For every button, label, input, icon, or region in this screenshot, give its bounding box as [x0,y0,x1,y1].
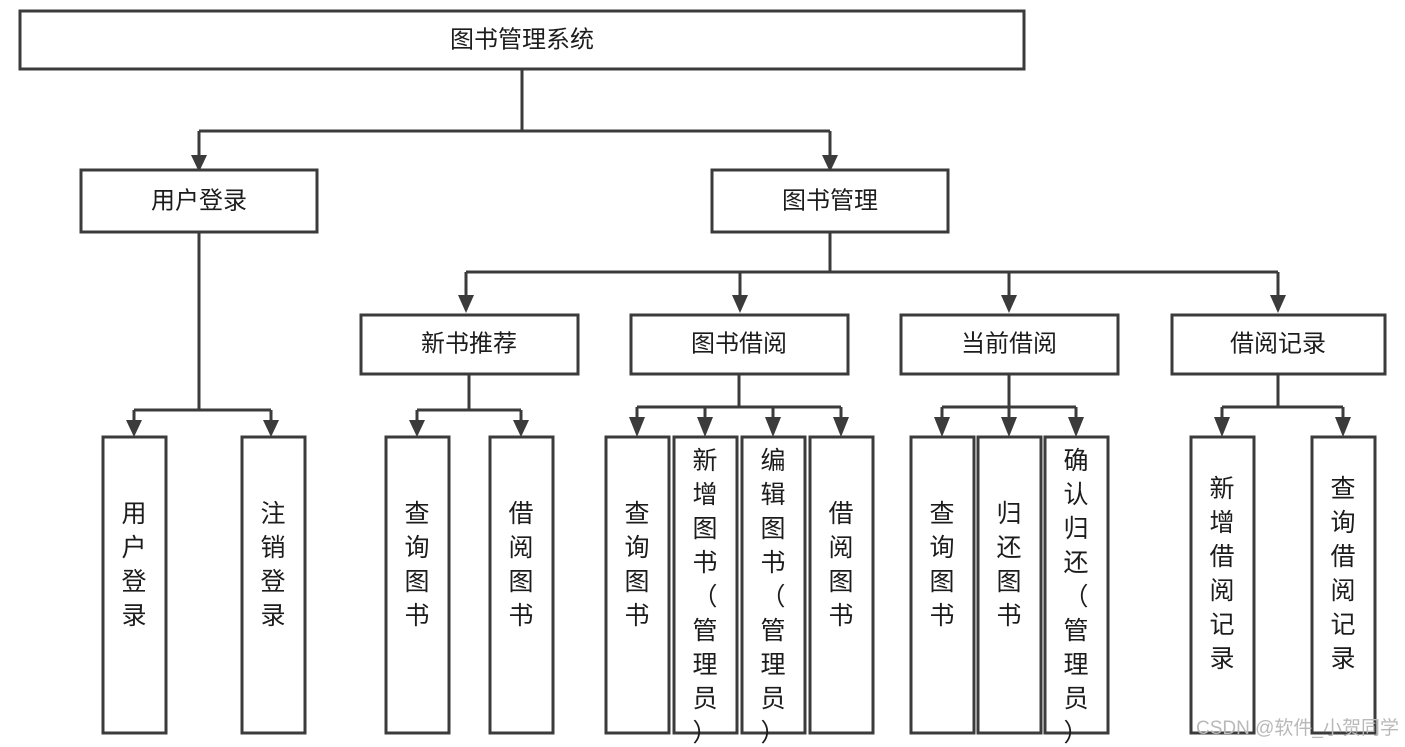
node-leaf-borrow-book-2[interactable]: 借阅图书 [808,435,875,735]
arrow-head-leaf-add-borrow-record [1214,417,1230,437]
node-leaf-edit-book-label: 编辑图书（管理员） [760,447,785,747]
node-leaf-add-borrow-record-label: 新增借阅记录 [1209,475,1234,673]
node-current-borrow-label: 当前借阅 [961,330,1057,357]
node-book-borrow-label: 图书借阅 [691,330,787,357]
node-leaf-user-login[interactable]: 用户登录 [101,435,168,735]
node-leaf-edit-book[interactable]: 编辑图书（管理员） [740,435,807,747]
arrow-head-leaf-borrow-book-1 [513,420,529,437]
node-book-management-box[interactable] [710,168,950,234]
connector-borrowrecord-to-leaves [1220,375,1345,419]
arrow-head-current-borrow [1001,295,1017,313]
node-leaf-add-borrow-record[interactable]: 新增借阅记录 [1189,435,1256,735]
node-leaf-query-book-2[interactable]: 查询图书 [604,435,671,735]
node-book-borrow[interactable]: 图书借阅 [629,313,850,376]
node-borrow-record-box[interactable] [1170,313,1387,376]
node-root-system-box[interactable] [18,9,1026,71]
node-leaf-query-book-3[interactable]: 查询图书 [909,435,976,735]
node-leaf-confirm-return[interactable]: 确认归还（管理员） [1043,435,1110,747]
node-leaf-return-book-label: 归还图书 [996,500,1021,630]
connector-newbook-to-leaves [415,375,523,422]
node-leaf-query-book-3-box[interactable] [909,435,976,735]
node-leaf-borrow-book-1-box[interactable] [488,435,555,735]
node-leaf-borrow-book-2-label: 借阅图书 [828,500,853,630]
arrow-head-book-management [822,155,838,172]
node-root-system-label: 图书管理系统 [450,26,594,53]
node-leaf-user-login-box[interactable] [101,435,168,735]
arrow-head-new-book-recommend [458,295,474,313]
node-leaf-query-book-3-label: 查询图书 [929,500,954,630]
node-new-book-recommend-box[interactable] [359,313,580,376]
node-borrow-record[interactable]: 借阅记录 [1170,313,1387,376]
node-leaf-query-borrow-record-box[interactable] [1310,435,1377,735]
node-leaf-logout-login-box[interactable] [240,435,307,735]
node-current-borrow-box[interactable] [899,313,1120,376]
node-leaf-add-borrow-record-box[interactable] [1189,435,1256,735]
node-book-management[interactable]: 图书管理 [710,168,950,234]
arrow-head-leaf-return-book [1001,417,1017,437]
node-leaf-query-borrow-record[interactable]: 查询借阅记录 [1310,435,1377,735]
node-leaf-add-book-box[interactable] [672,435,739,735]
arrow-head-book-borrow [732,295,748,313]
arrow-head-borrow-record [1270,295,1286,313]
arrow-head-leaf-edit-book [765,417,781,437]
arrow-head-leaf-query-book-1 [409,420,425,437]
node-leaf-return-book[interactable]: 归还图书 [976,435,1043,735]
arrow-head-leaf-user-login [126,420,142,437]
node-leaf-logout-login[interactable]: 注销登录 [240,435,307,735]
node-root-system[interactable]: 图书管理系统 [18,9,1026,71]
node-new-book-recommend[interactable]: 新书推荐 [359,313,580,376]
node-leaf-query-book-2-label: 查询图书 [624,500,649,630]
node-leaf-query-borrow-record-label: 查询借阅记录 [1330,475,1355,673]
node-leaf-query-book-1[interactable]: 查询图书 [384,435,451,735]
node-current-borrow[interactable]: 当前借阅 [899,313,1120,376]
node-leaf-borrow-book-1[interactable]: 借阅图书 [488,435,555,735]
arrow-head-leaf-logout-login [263,420,279,437]
arrow-head-leaf-query-book-2 [629,417,645,437]
connector-layer [126,70,1351,437]
arrow-head-leaf-confirm-return [1068,417,1084,437]
node-leaf-user-login-label: 用户登录 [121,500,146,630]
node-user-login-label: 用户登录 [151,187,247,214]
node-leaf-confirm-return-box[interactable] [1043,435,1110,735]
node-leaf-add-book-label: 新增图书（管理员） [692,447,717,747]
node-leaf-add-book[interactable]: 新增图书（管理员） [672,435,739,747]
node-user-login[interactable]: 用户登录 [79,168,319,234]
connector-userlogin-to-leaves [132,233,273,422]
node-leaf-borrow-book-1-label: 借阅图书 [508,500,533,630]
connector-currentborrow-to-leaves [940,375,1078,419]
arrow-head-leaf-add-book [697,417,713,437]
csdn-watermark: CSDN @软件_小贺同学 [1196,717,1399,739]
node-leaf-query-book-2-box[interactable] [604,435,671,735]
node-leaf-return-book-box[interactable] [976,435,1043,735]
node-leaf-borrow-book-2-box[interactable] [808,435,875,735]
arrow-head-leaf-borrow-book-2 [833,417,849,437]
arrow-head-leaf-query-borrow-record [1335,417,1351,437]
connector-root-to-level2 [197,70,832,157]
node-leaf-query-book-1-label: 查询图书 [404,500,429,630]
node-new-book-recommend-label: 新书推荐 [421,330,517,357]
arrow-head-user-login [191,155,207,172]
node-leaf-query-book-1-box[interactable] [384,435,451,735]
node-book-management-label: 图书管理 [782,187,878,214]
node-book-borrow-box[interactable] [629,313,850,376]
node-user-login-box[interactable] [79,168,319,234]
node-leaf-confirm-return-label: 确认归还（管理员） [1063,447,1088,747]
arrow-head-leaf-query-book-3 [934,417,950,437]
node-leaf-logout-login-label: 注销登录 [260,500,285,630]
connector-bookborrow-to-leaves [635,375,843,419]
connector-bookmgmt-to-level3 [464,233,1280,297]
node-borrow-record-label: 借阅记录 [1230,330,1326,357]
node-leaf-edit-book-box[interactable] [740,435,807,735]
